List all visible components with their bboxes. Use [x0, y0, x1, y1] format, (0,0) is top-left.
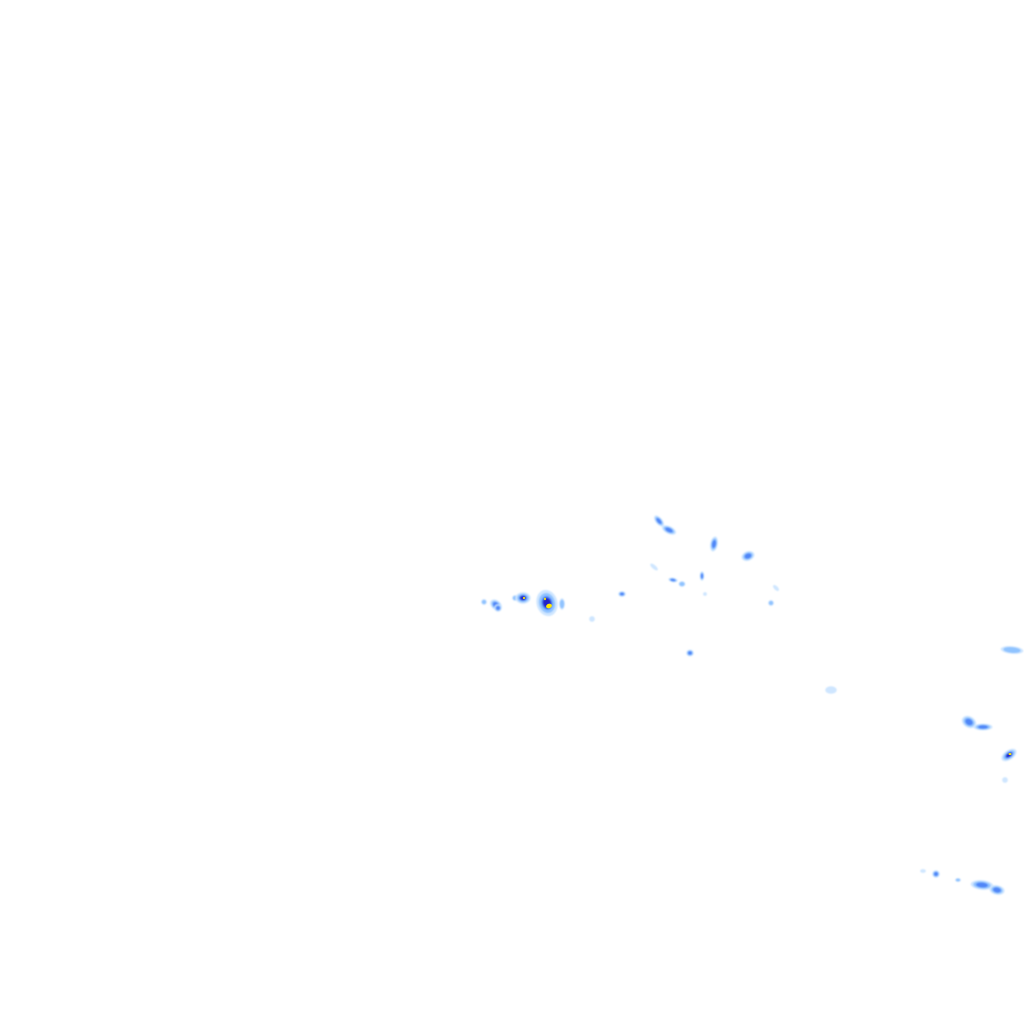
- radar-core: [1008, 753, 1012, 755]
- radar-echo: [661, 525, 677, 535]
- radar-echo: [710, 536, 718, 552]
- radar-core: [544, 597, 546, 601]
- radar-echo: [668, 577, 678, 583]
- radar-echo: [686, 649, 694, 657]
- radar-echo: [772, 584, 780, 592]
- radar-echo: [494, 604, 502, 612]
- precipitation-cores: [522, 597, 1012, 755]
- radar-echo: [961, 715, 977, 729]
- radar-echo: [1001, 748, 1017, 762]
- radar-echo: [973, 723, 993, 731]
- radar-echo: [768, 600, 774, 606]
- precipitation-echoes: [481, 515, 1024, 895]
- radar-echo: [618, 591, 626, 597]
- radar-core: [522, 597, 526, 599]
- radar-echo: [589, 616, 595, 622]
- radar-echo: [699, 571, 705, 581]
- radar-echo: [559, 598, 565, 610]
- radar-echo: [1000, 646, 1024, 654]
- radar-echo: [741, 550, 755, 562]
- radar-core: [546, 603, 552, 609]
- radar-echo: [1002, 777, 1008, 783]
- radar-echo: [650, 563, 658, 571]
- radar-echo: [481, 599, 487, 605]
- radar-echo: [653, 515, 665, 527]
- radar-echo: [920, 869, 926, 873]
- radar-echo: [955, 878, 961, 882]
- radar-echo: [825, 686, 837, 694]
- radar-echo: [703, 592, 707, 596]
- radar-echo: [678, 581, 686, 587]
- radar-echo: [932, 870, 940, 878]
- radar-echo: [989, 885, 1005, 895]
- radar-echo: [536, 589, 558, 617]
- radar-echo: [970, 880, 994, 890]
